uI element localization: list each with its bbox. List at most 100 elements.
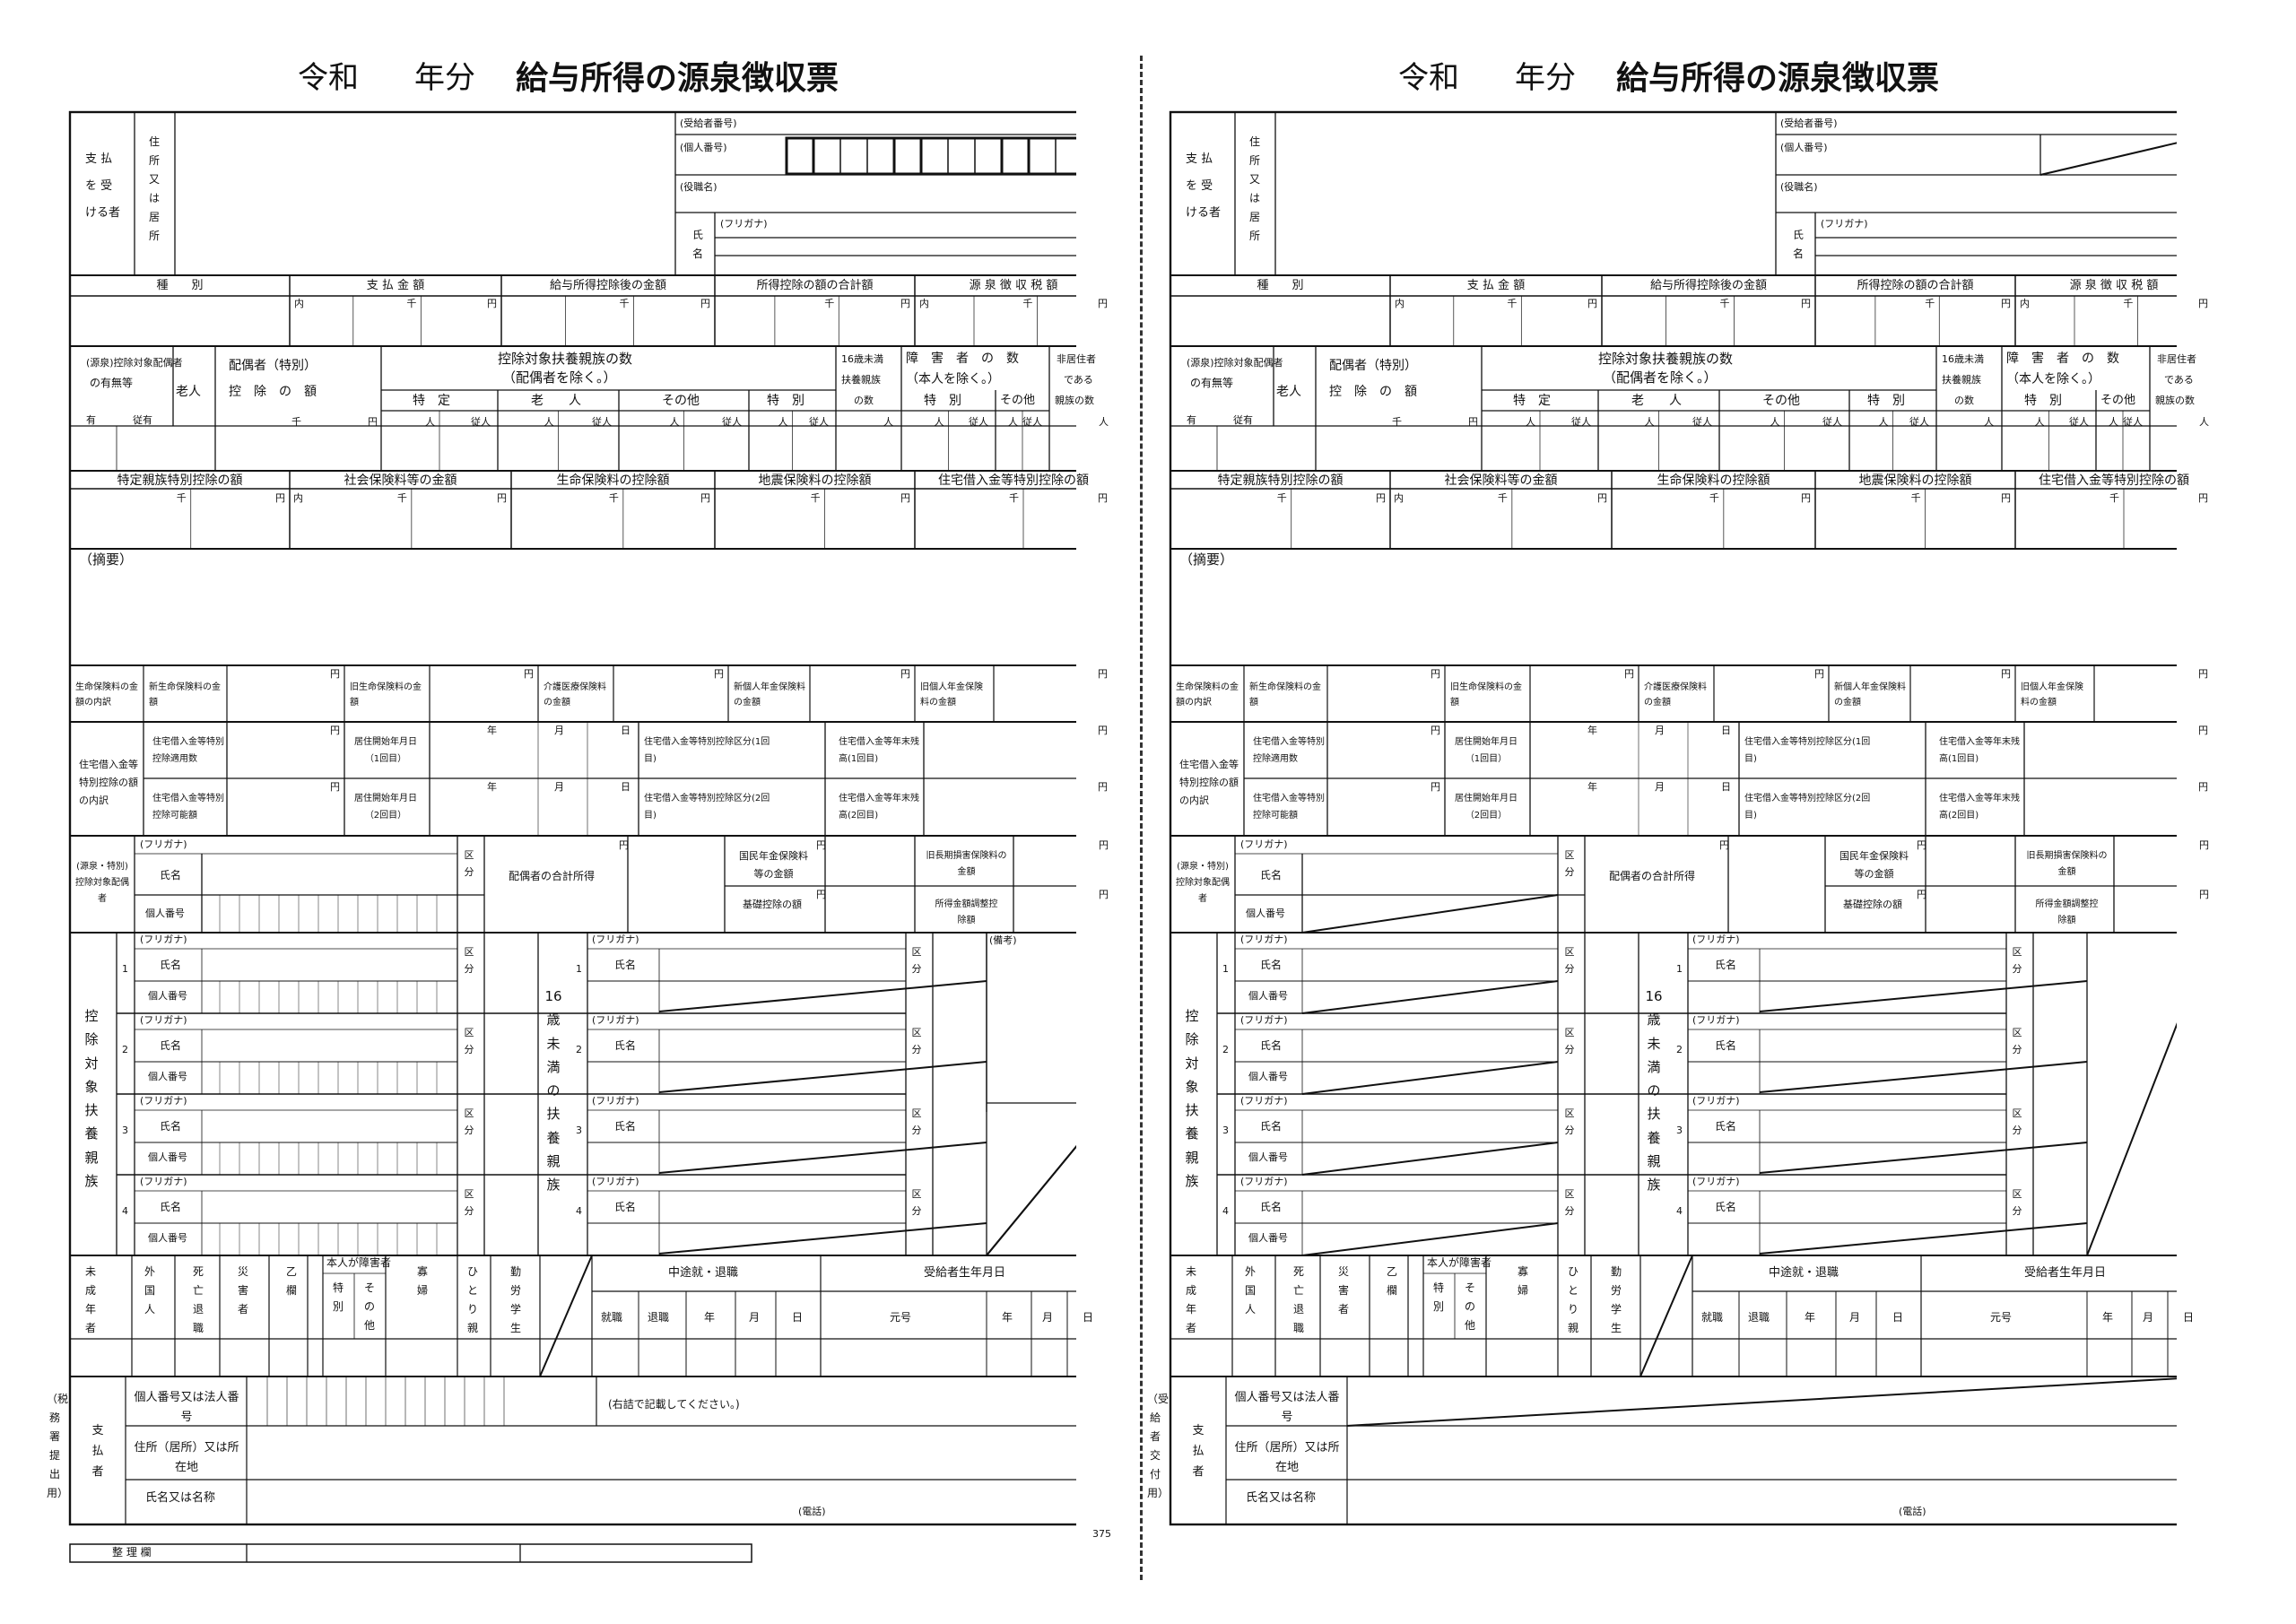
dependent-index: 1 [1222,963,1229,975]
unit-thousand: 千 [1276,492,1287,504]
status-single-parent: ひとり親 [466,1265,478,1334]
column-header-seimei: 生命保険料の控除額 [1657,473,1770,488]
job-title-label: (役職名) [680,181,718,193]
u16-category: 区分 [2012,946,2022,976]
unit-yen: 円 [2198,492,2208,504]
unit-dependent-person: 従人 [1909,416,1929,428]
unit-thousand: 千 [824,298,835,309]
unit-yen: 円 [900,492,910,504]
spouse-deduction-label: (源泉)控除対象配偶者 [1187,357,1283,369]
dependents-count-title: 控除対象扶養親族の数 [1598,351,1734,367]
column-header-jishin: 地震保険料の控除額 [1858,473,1972,488]
cancel-diagonal [1346,1377,2177,1427]
life-insurance-kyuseimei: 旧生命保険料の金額 [350,682,422,708]
unit-yen: 円 [1814,668,1824,680]
elderly-label: 老人 [176,385,201,399]
spouse-income-label: 配偶者の合計所得 [508,870,595,882]
other-col: その他 [1762,394,1800,408]
address-label: 住所又は居所 [1248,135,1260,242]
dependent-furigana: (フリガナ) [140,1176,187,1187]
dependent-category: 区分 [1564,1027,1575,1056]
unit-yen: 円 [1624,668,1634,680]
unit-yen: 円 [900,668,910,680]
unit-thousand: 千 [291,416,301,428]
unit-thousand: 千 [396,492,407,504]
category-label: 区分 [1564,849,1575,879]
unit-yen: 円 [1098,668,1108,680]
dependent-furigana: (フリガナ) [1240,1014,1288,1026]
cancel-diagonal [986,1144,1076,1256]
unit-yen: 円 [700,492,710,504]
unit-month: 月 [554,781,564,793]
u16-furigana: (フリガナ) [1692,934,1740,945]
specified-relative-col: 特 別 [1867,394,1905,408]
form-grid-lines [68,110,1076,1563]
u16-index: 4 [1676,1205,1683,1217]
housing-jutaku_kano: 住宅借入金等特別控除可能額 [152,794,224,821]
dependents-count-subtitle: （配偶者を除く。） [502,369,617,386]
elderly-col: 老 人 [1631,394,1682,408]
column-header-tokutei_shinzoku: 特定親族特別控除の額 [117,473,243,488]
cancel-diagonal [2086,1022,2177,1256]
retirement-label: 退職 [1748,1311,1770,1324]
individual-number-box [813,137,841,175]
housing-kyoju2: 居住開始年月日（2回目） [1455,794,1518,821]
u16-category: 区分 [2012,1027,2022,1056]
u16-name: 氏名 [1715,959,1737,971]
cancel-diagonal [658,1061,987,1093]
u16-index: 1 [1676,963,1683,975]
unit-yen: 円 [330,781,340,793]
unit-thousand: 千 [1910,492,1921,504]
housing-zandaka1: 住宅借入金等年末残高(1回目) [1939,737,2020,764]
column-header-gensen: 源 泉 徴 収 税 額 [969,279,1058,292]
unit-yen: 円 [2199,839,2209,851]
unit-year: 年 [1587,781,1597,793]
u16-index: 2 [1676,1044,1683,1055]
furigana-label: (フリガナ) [1240,838,1288,850]
inner-mark: 内 [1395,298,1405,309]
unit-yen: 円 [1801,492,1811,504]
individual-number-box [1055,137,1076,175]
column-header-shubetsu: 種 別 [156,279,204,292]
nonresident-label-3: 親族の数 [1055,395,1094,406]
birth-year-label: 年 [1002,1311,1013,1324]
employment-label: 就職 [1701,1311,1724,1324]
column-header-gensen: 源 泉 徴 収 税 額 [2069,279,2159,292]
income-adjustment-label: 所得金額調整控除額 [2035,899,2099,925]
slip-tax-office: 令和年分給与所得の源泉徴収票支 払 を 受 ける者住所又は居所(受給者番号)(個… [0,0,1111,1624]
year-label: 年 [1805,1311,1816,1324]
individual-number-box [920,137,949,175]
unit-yen: 円 [524,668,534,680]
name-label: 氏名 [160,869,182,881]
u16-furigana: (フリガナ) [592,1095,639,1107]
unit-person: 人 [1526,416,1535,428]
life-insurance-shinseimei: 新生命保険料の金額 [1249,682,1321,708]
unit-person: 人 [1878,416,1889,428]
cancel-diagonal [986,1144,1076,1256]
dependent-category: 区分 [1564,946,1575,976]
individual-number-box [1000,136,1031,176]
dependents-vertical-label: 控除対象扶養親族 [1185,1008,1199,1189]
inner-mark: 内 [293,492,303,504]
recipient-birthdate-label: 受給者生年月日 [2024,1266,2107,1280]
housing-jutaku_tekiyo: 住宅借入金等特別控除適用数 [1253,737,1325,764]
unit-person: 人 [544,416,554,428]
life-insurance-shinseimei: 新生命保険料の金額 [149,682,221,708]
count-label: の数 [1954,395,1974,406]
dependent-category: 区分 [464,1107,474,1137]
dependent-category: 区分 [464,946,474,976]
u16-furigana: (フリガナ) [592,1176,639,1187]
self-disabled-label: 本人が障害者 [1427,1256,1492,1269]
unit-thousand: 千 [176,492,187,504]
deduction-amount-label: 控 除 の 額 [229,385,317,399]
individual-number-box [1028,137,1057,175]
u16-furigana: (フリガナ) [592,934,639,945]
dependent-index: 4 [122,1205,128,1217]
form-grid-lines [1169,110,2177,1526]
u16-furigana: (フリガナ) [1692,1014,1740,1026]
under16-vertical-label: 16歳未満の扶養親族 [544,988,562,1193]
cancel-diagonal [658,980,987,1012]
name-label: 氏名 [691,229,703,260]
unit-yen: 円 [1099,839,1109,851]
national-pension-label: 国民年金保険料等の金額 [739,850,808,880]
